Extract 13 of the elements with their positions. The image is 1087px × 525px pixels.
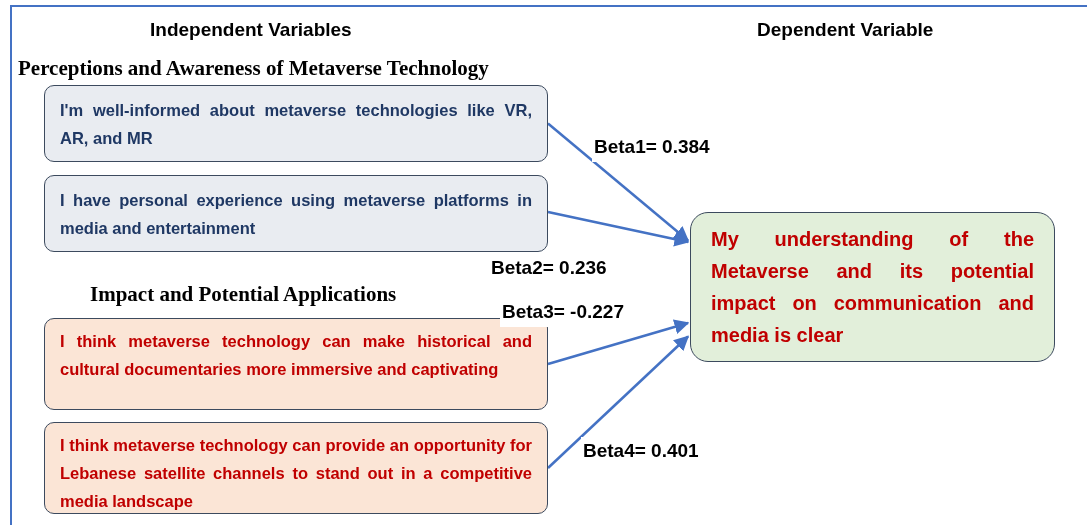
heading: Perceptions and Awareness of Metaverse Technology — [18, 55, 489, 82]
heading: Independent Variables — [150, 18, 352, 42]
heading: Dependent Variable — [757, 18, 934, 42]
arrow — [547, 210, 690, 247]
variable-box: I'm well-informed about metaverse technologies like VR, AR, and MR — [44, 85, 548, 162]
arrow — [547, 122, 690, 242]
arrow — [547, 319, 690, 366]
arrow — [547, 335, 690, 469]
variable-box: I have personal experience using metaverse platforms in media and entertainment — [44, 175, 548, 252]
heading: Impact and Potential Applications — [90, 281, 397, 308]
variable-box: I think metaverse technology can make historical and cultural documentaries more immersive and captivating — [44, 318, 548, 410]
variable-box: I think metaverse technology can provide an opportunity for Lebanese satellite channels to stand out in a competitive media landscape — [44, 422, 548, 514]
outcome-box: My understanding of the Metaverse and its potential impact on communication and media is clear — [690, 212, 1055, 362]
